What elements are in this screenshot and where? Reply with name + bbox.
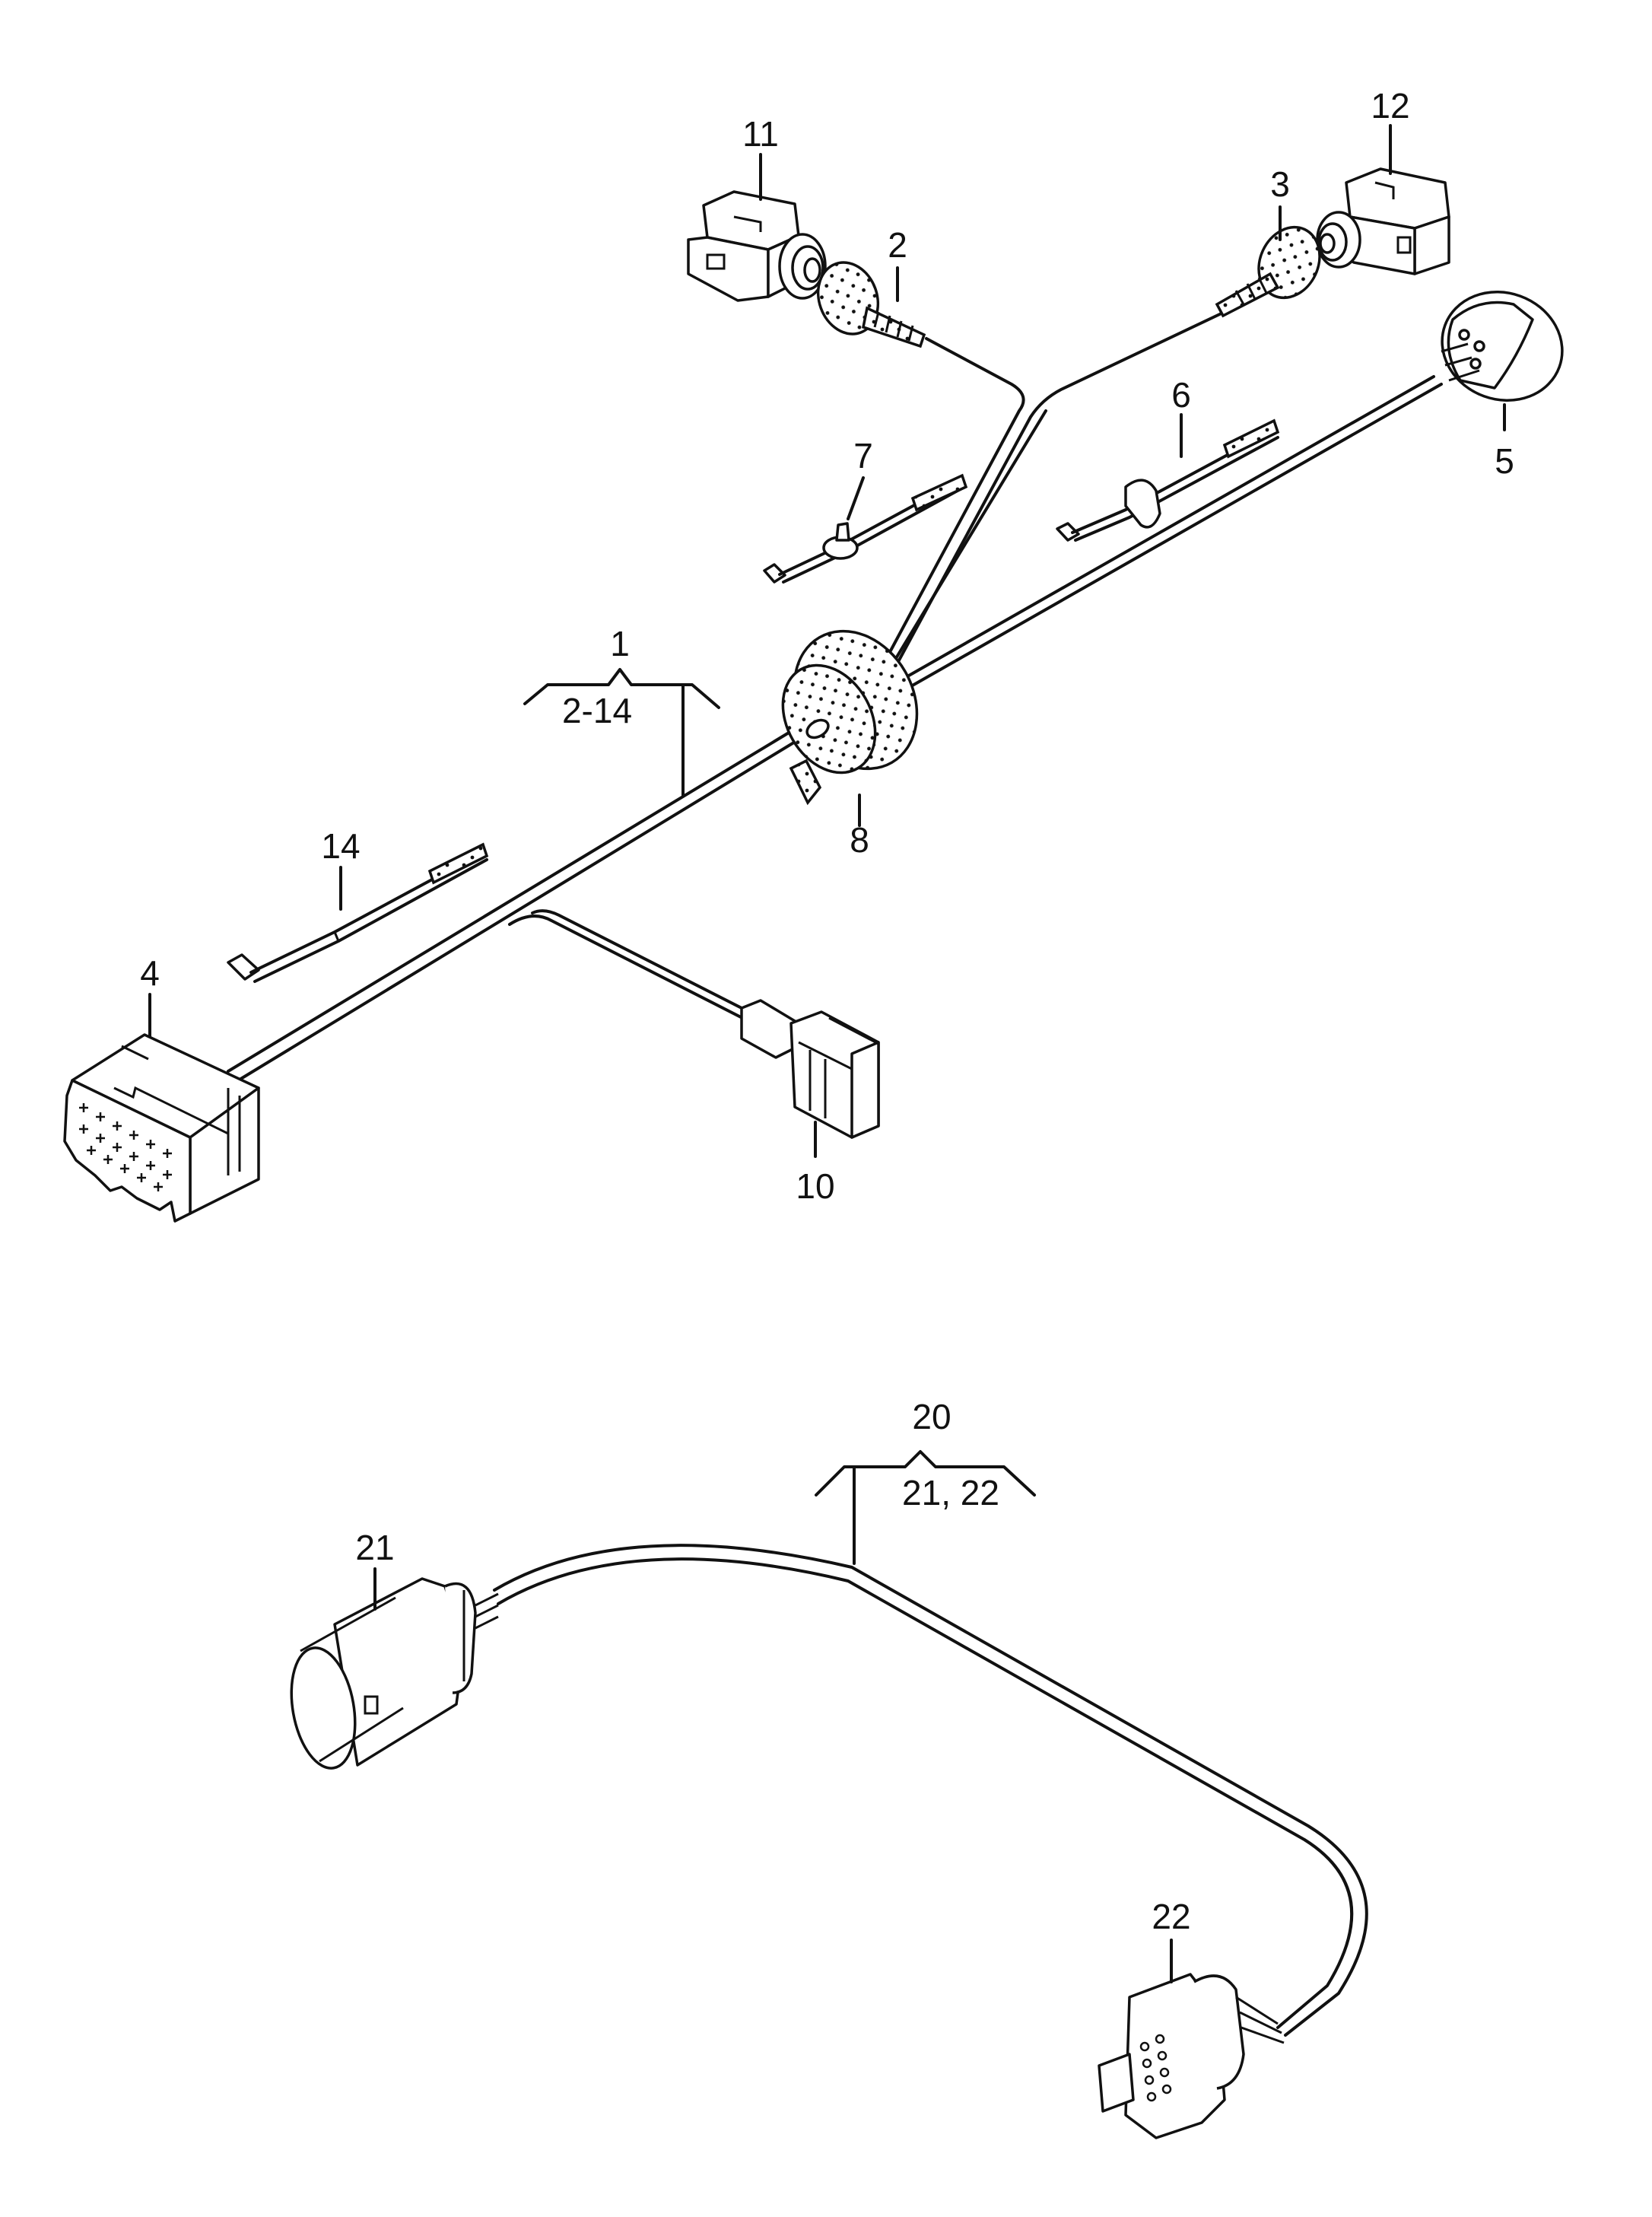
leader-lines-upper [148, 124, 1506, 1158]
callout-14: 14 [321, 826, 360, 866]
grommet-2 [816, 261, 926, 348]
branch-cable-upper [877, 310, 1226, 682]
lower-harness: 20 21, 22 21 22 [290, 1397, 1368, 2139]
group-range-2-14: 2-14 [562, 691, 632, 730]
connector-22 [1098, 1973, 1285, 2139]
connector-5 [1441, 291, 1564, 402]
leader-lines-lower [373, 1567, 1173, 1983]
group-label-20: 20 [912, 1397, 951, 1436]
lower-harness-cable [493, 1544, 1368, 2037]
callout-7: 7 [853, 436, 873, 476]
grommet-3 [1215, 225, 1321, 318]
callout-6: 6 [1171, 375, 1191, 415]
callout-2: 2 [888, 225, 907, 265]
branch-cable-to-connector-10 [508, 909, 751, 1021]
cable-tie-14 [227, 842, 489, 983]
connector-10 [740, 999, 880, 1139]
connector-11 [687, 190, 827, 302]
cable-tie-7 [763, 473, 968, 584]
group-range-21-22: 21, 22 [902, 1473, 999, 1512]
callout-4: 4 [140, 953, 160, 993]
grommet-8 [781, 629, 919, 806]
main-trunk-cable [227, 720, 815, 1083]
callout-11: 11 [742, 114, 779, 154]
callout-5: 5 [1495, 441, 1514, 481]
connector-4 [63, 1033, 260, 1223]
cable-tie-6 [1056, 418, 1280, 542]
upper-harness: 1 2-14 2 3 4 5 6 7 8 10 11 12 14 [63, 86, 1564, 1223]
callout-8: 8 [850, 820, 869, 860]
connector-21 [290, 1577, 499, 1770]
callout-10: 10 [796, 1166, 834, 1206]
connector-22-pin-grid [1139, 2034, 1172, 2102]
callout-22: 22 [1152, 1897, 1190, 1936]
group-bracket-20 [815, 1450, 1036, 1565]
callout-21: 21 [355, 1528, 394, 1567]
group-label-1: 1 [610, 624, 630, 663]
callout-3: 3 [1270, 164, 1290, 204]
branch-cable-to-connector-5 [885, 375, 1443, 698]
connector-4-pin-grid [79, 1103, 172, 1191]
callout-12: 12 [1371, 86, 1409, 126]
connector-12 [1316, 167, 1450, 275]
group-bracket-1 [523, 668, 720, 797]
